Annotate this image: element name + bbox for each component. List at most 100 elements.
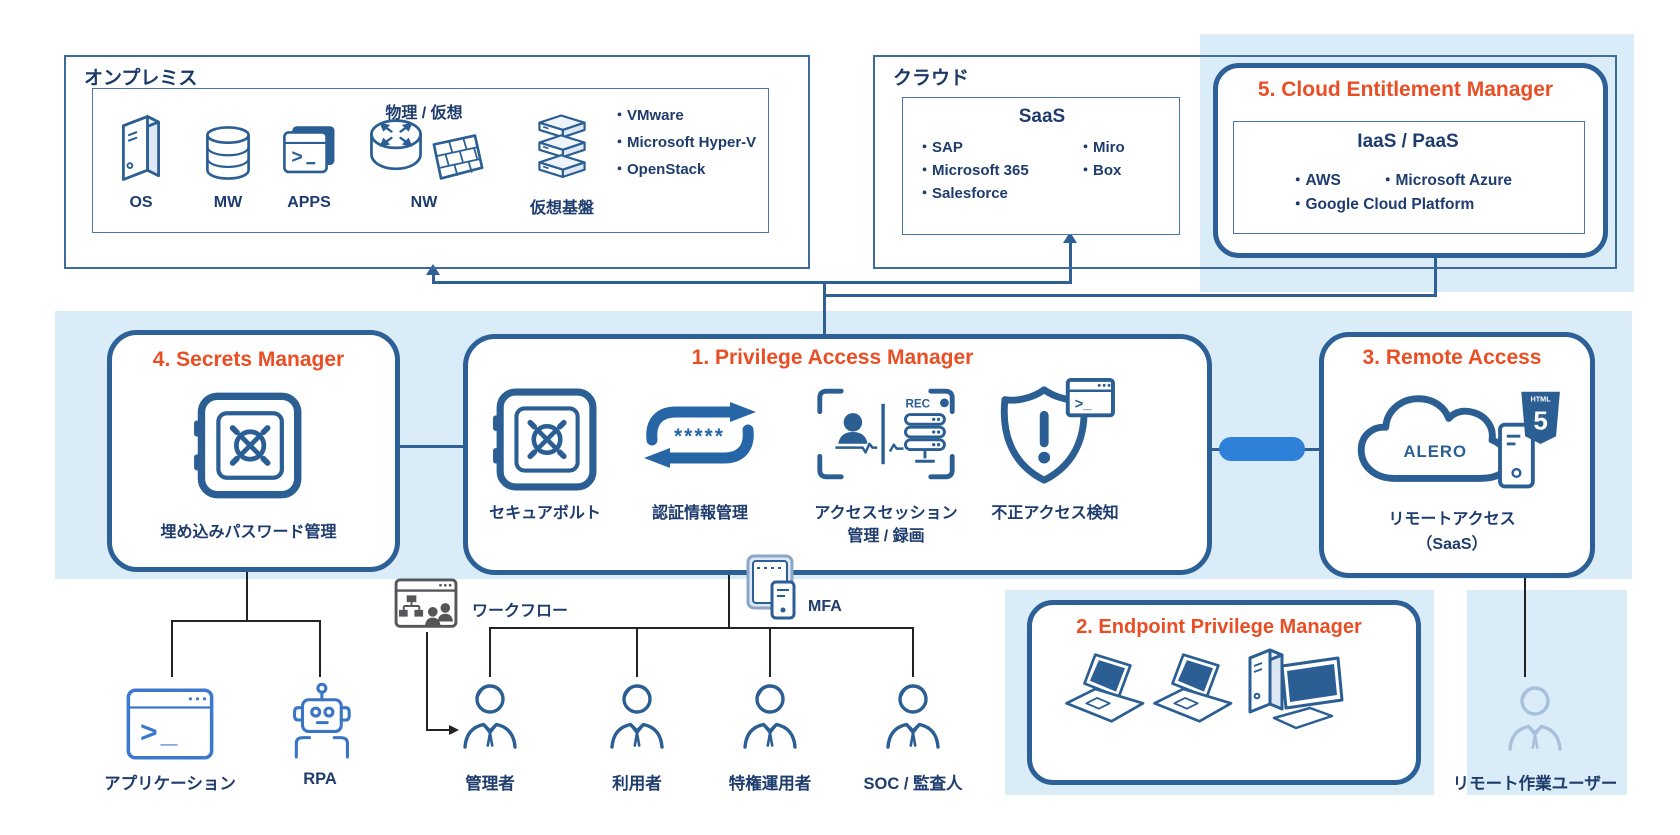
admin-user-icon <box>457 676 523 752</box>
pam-title: 1. Privilege Access Manager <box>691 346 974 369</box>
alero-cloud-icon: ALERO <box>1357 395 1511 482</box>
saas-item-sap: ・SAP <box>917 139 963 156</box>
connector-secrets-pam <box>390 445 463 448</box>
saas-col2: ・Miro ・Box <box>1078 136 1125 182</box>
connector-trunk <box>823 283 826 334</box>
onprem-label-mw: MW <box>213 194 243 211</box>
soc-auditor-icon <box>880 676 946 752</box>
epm-laptop-icon-1 <box>1062 652 1152 724</box>
pam-detect-caption: 不正アクセス検知 <box>991 505 1119 522</box>
connector-saas-shaft <box>1069 242 1072 283</box>
nw-router-icon <box>370 119 422 171</box>
mfa-icon <box>746 554 796 620</box>
line-workflow-down <box>426 632 428 731</box>
application-label: アプリケーション <box>104 775 236 793</box>
arrowhead-to-onprem <box>426 264 440 275</box>
user-label: 利用者 <box>612 775 662 793</box>
arrowhead-to-admin <box>449 724 459 735</box>
workflow-icon <box>394 578 458 628</box>
user-icon <box>604 676 670 752</box>
pam-session-caption1: アクセスセッション <box>814 505 958 522</box>
onprem-label-nw: NW <box>410 194 438 211</box>
cem-item-azure: ・Microsoft Azure <box>1380 172 1513 189</box>
five-text: 5 <box>1533 405 1548 435</box>
remote-worker-label: リモート作業ユーザー <box>1452 775 1618 793</box>
secrets-caption: 埋め込みパスワード管理 <box>160 524 337 541</box>
alero-text: ALERO <box>1404 442 1467 461</box>
remote-access-caption2: （SaaS） <box>1416 536 1488 553</box>
epm-title: 2. Endpoint Privilege Manager <box>1076 616 1362 638</box>
epm-desktop-icon <box>1248 648 1344 730</box>
remote-worker-icon <box>1502 678 1568 754</box>
line-pam-shaft <box>728 574 730 629</box>
line-stub-user <box>636 627 638 677</box>
mfa-label: MFA <box>808 598 842 615</box>
saas-title: SaaS <box>1018 106 1066 127</box>
pam-box <box>463 334 1212 575</box>
nw-firewall-icon <box>432 134 484 180</box>
pam-credential-icon: ***** <box>644 402 756 468</box>
saas-item-box: ・Box <box>1078 162 1122 179</box>
connector-cem-shaft <box>1434 257 1437 297</box>
onprem-label-virt: 仮想基盤 <box>529 200 594 217</box>
connector-onprem-shaft <box>432 274 435 284</box>
onprem-inner-box <box>92 88 769 233</box>
line-remoteuser-shaft <box>1524 577 1526 677</box>
admin-label: 管理者 <box>465 775 515 793</box>
remote-user-highlight-panel <box>1467 590 1627 795</box>
onprem-label-apps: APPS <box>287 194 331 211</box>
cem-item-aws: ・AWS <box>1290 172 1341 189</box>
line-stub-admin <box>489 627 491 677</box>
line-stub-soc <box>912 627 914 677</box>
remote-access-caption1: リモートアクセス <box>1388 511 1516 528</box>
html-text: HTML <box>1531 394 1552 403</box>
line-app-up <box>171 620 173 677</box>
cloud-title: クラウド <box>893 68 970 89</box>
saas-item-m365: ・Microsoft 365 <box>917 162 1029 179</box>
mw-database-icon <box>206 126 250 180</box>
pam-credential-caption: 認証情報管理 <box>651 505 748 522</box>
pam-detect-icon: >_ <box>1000 378 1115 484</box>
virt-item-vmware: ・VMware <box>612 107 684 124</box>
svg-text:>: > <box>291 147 302 168</box>
line-secrets-shaft <box>246 571 248 622</box>
line-workflow-right <box>426 729 450 731</box>
line-rpa-up <box>319 620 321 677</box>
onprem-virt-list: ・VMware ・Microsoft Hyper-V ・OpenStack <box>612 102 756 183</box>
connector-line-lower <box>823 294 1437 297</box>
pam-remote-pipe <box>1219 437 1305 461</box>
arrowhead-to-saas <box>1063 232 1077 243</box>
apps-terminal-icon: > <box>283 126 335 174</box>
onprem-label-os: OS <box>129 194 153 211</box>
epm-laptop-icon-2 <box>1150 652 1240 724</box>
saas-box <box>902 97 1180 235</box>
onprem-box <box>64 55 810 269</box>
rpa-robot-icon <box>293 682 351 759</box>
iaas-box <box>1233 121 1585 234</box>
saas-item-miro: ・Miro <box>1078 139 1125 156</box>
os-server-icon <box>122 115 160 181</box>
virt-item-hyperv: ・Microsoft Hyper-V <box>612 134 757 151</box>
pam-vault-caption: セキュアボルト <box>489 505 601 522</box>
connector-line-upper <box>433 281 1072 284</box>
app-prompt-text: >_ <box>140 716 180 749</box>
remote-access-title: 3. Remote Access <box>1362 346 1542 369</box>
pam-session-caption2: 管理 / 録画 <box>847 528 925 545</box>
onprem-title: オンプレミス <box>84 68 198 89</box>
iaas-title: IaaS / PaaS <box>1357 131 1459 152</box>
line-users-horizontal <box>489 627 914 629</box>
workflow-label: ワークフロー <box>472 603 569 620</box>
privileged-user-icon <box>737 676 803 752</box>
cem-item-gcp: ・Google Cloud Platform <box>1290 196 1475 213</box>
virt-item-openstack: ・OpenStack <box>612 161 706 178</box>
detect-prompt-text: >_ <box>1075 396 1093 412</box>
saas-item-salesforce: ・Salesforce <box>917 185 1008 202</box>
pam-vault-icon <box>492 386 598 494</box>
cloud-box <box>873 55 1617 269</box>
rpa-label: RPA <box>303 770 337 788</box>
application-terminal-icon: >_ <box>126 688 214 760</box>
privileged-user-label: 特権運用者 <box>728 775 812 793</box>
pam-session-icon: REC <box>817 388 955 480</box>
secrets-title: 4. Secrets Manager <box>152 348 345 371</box>
